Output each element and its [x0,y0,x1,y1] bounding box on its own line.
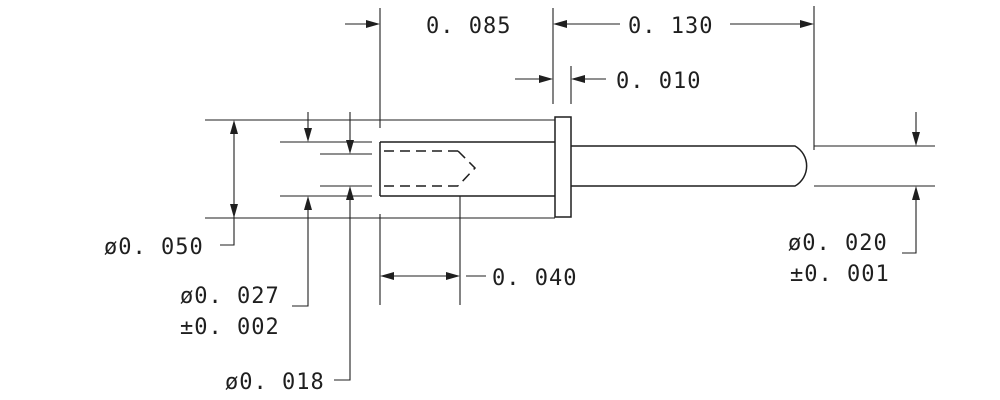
label-020-tolerance: ±0. 001 [790,262,890,287]
flange [554,116,572,218]
dimension-labels: 0. 085 0. 130 0. 010 0. 040 ø0. 050 ø0. … [104,14,890,395]
arrow-027-bottom [304,196,312,210]
dim-027-leader [292,200,309,307]
arrow-040-left [380,272,394,280]
arrow-085-right [366,20,380,28]
label-130: 0. 130 [628,14,713,39]
arrow-040-right [446,272,460,280]
label-085: 0. 085 [426,14,511,39]
pin-body [379,116,808,218]
arrowheads [230,20,920,280]
dim-050-leader [220,214,235,246]
arrow-018-top [346,140,354,154]
arrow-050-top [230,120,238,134]
arrow-050-bottom [230,204,238,218]
arrow-010-left [539,75,553,83]
label-040: 0. 040 [492,266,577,291]
label-027: ø0. 027 [180,284,280,309]
label-018: ø0. 018 [225,370,325,395]
dimension-lines [220,23,917,381]
label-050: ø0. 050 [104,235,204,260]
arrow-010-right [571,75,585,83]
arrow-020-bottom [912,186,920,200]
arrow-130-right [800,20,814,28]
label-027-tolerance: ±0. 002 [180,315,280,340]
arrow-020-top [912,132,920,146]
arrow-018-bottom [346,186,354,200]
pin-shaft [571,145,808,187]
dim-020-leader [902,190,917,254]
hidden-bore-tip [457,150,477,187]
label-020: ø0. 020 [788,231,888,256]
label-010: 0. 010 [616,69,701,94]
dim-018-leader [334,190,351,381]
arrow-130-left [553,20,567,28]
arrow-027-top [304,128,312,142]
extension-lines [205,6,935,305]
